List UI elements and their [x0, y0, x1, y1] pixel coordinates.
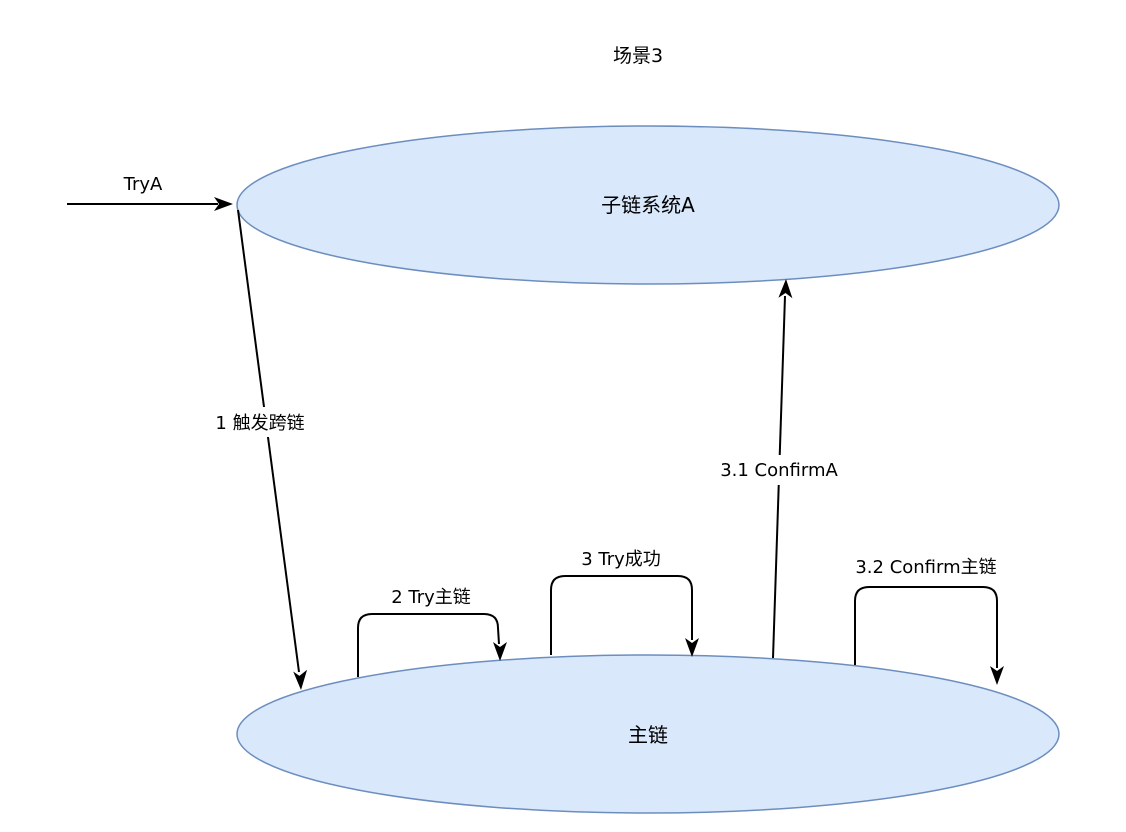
edge-label-confirm-main: 3.2 Confirm主链 [855, 557, 996, 578]
edge-try-main [357, 613, 500, 677]
mainchain-node[interactable] [236, 654, 1060, 814]
arrowhead [778, 279, 793, 299]
subchain-node[interactable] [236, 125, 1060, 285]
edge-label-bg [204, 407, 316, 437]
diagram-title: 场景3 [613, 45, 663, 67]
subchain-node-label: 子链系统A [601, 193, 695, 217]
arrowhead [293, 669, 308, 690]
edge-confirm-main [854, 586, 998, 668]
edge-label-try-main: 2 Try主链 [391, 587, 471, 608]
edge-try-success [550, 575, 693, 655]
edge-label-try-a: TryA [123, 174, 163, 195]
arrowhead [214, 197, 233, 211]
edge-label-confirm-a: 3.1 ConfirmA [720, 460, 838, 481]
edge-label-try-success: 3 Try成功 [581, 549, 661, 570]
edge-label-trigger: 1 触发跨链 [215, 413, 304, 434]
arrowhead [990, 666, 1004, 685]
edge-label-bg [711, 455, 847, 485]
arrowhead [685, 638, 699, 657]
arrowhead [493, 642, 507, 661]
edge-trigger [237, 209, 300, 673]
mainchain-node-label: 主链 [628, 723, 668, 747]
